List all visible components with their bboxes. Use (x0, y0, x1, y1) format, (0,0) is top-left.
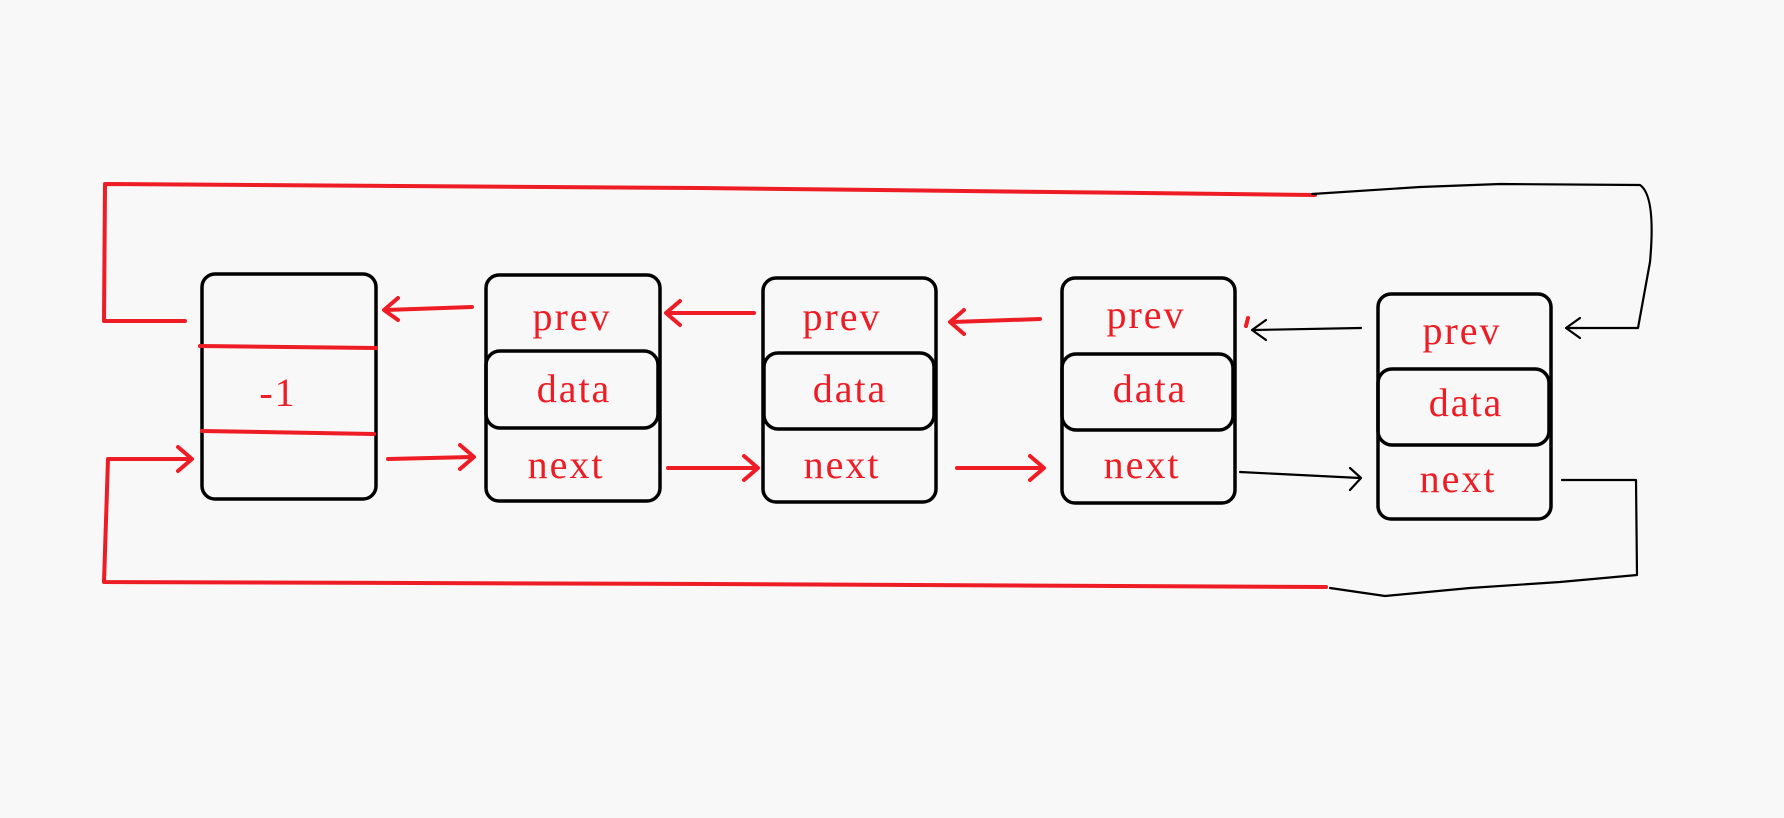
head-node-box (200, 272, 378, 501)
node-3-data-label: data (1113, 366, 1188, 411)
next-arrow-head-to-node1 (386, 443, 476, 471)
list-node-3: prev data next (1060, 276, 1237, 505)
node-2-prev-label: prev (802, 294, 881, 339)
prev-arrow-node2-to-node1 (664, 299, 756, 327)
node-1-prev-label: prev (532, 294, 611, 339)
node-3-data-box (1060, 352, 1235, 432)
red-stroke-mark (1244, 316, 1250, 328)
node-4-next-label: next (1420, 456, 1497, 501)
arrowhead-right-icon (1348, 466, 1363, 492)
arrowhead-left-icon (1250, 318, 1268, 342)
circular-prev-link-head-to-tail (102, 182, 1653, 340)
node-3-prev-label: prev (1106, 292, 1185, 337)
list-node-2: prev data next (761, 276, 938, 504)
node-4-prev-label: prev (1422, 308, 1501, 353)
node-2-next-label: next (804, 442, 881, 487)
head-node-divider-bottom (200, 429, 376, 436)
arrowhead-right-icon (742, 454, 760, 482)
arrowhead-right-icon (176, 445, 194, 473)
arrowhead-right-icon (1028, 454, 1046, 482)
head-node: -1 (198, 272, 378, 501)
arrowhead-left-icon (948, 308, 966, 336)
list-node-1: prev data next (484, 273, 662, 503)
head-node-value: -1 (259, 370, 296, 415)
prev-arrow-node3-to-node2 (948, 308, 1042, 336)
arrowhead-left-icon (1564, 316, 1582, 340)
head-node-divider-top (198, 344, 378, 350)
arrowhead-left-icon (382, 296, 400, 322)
arrowhead-right-icon (458, 443, 476, 471)
node-4-data-box (1376, 367, 1551, 447)
arrowhead-left-icon (664, 299, 682, 327)
circular-next-link-tail-to-head (102, 445, 1639, 598)
node-4-data-label: data (1429, 380, 1504, 425)
next-arrow-node3-to-node4 (1238, 466, 1363, 492)
node-3-next-label: next (1104, 442, 1181, 487)
prev-arrow-node4-to-node3 (1244, 316, 1363, 342)
node-2-data-box (762, 351, 936, 431)
node-1-data-box (484, 349, 660, 430)
prev-arrow-node1-to-head (382, 296, 474, 322)
node-2-data-label: data (813, 366, 888, 411)
node-1-next-label: next (528, 442, 605, 487)
next-arrow-node1-to-node2 (666, 454, 760, 482)
node-1-data-label: data (537, 366, 612, 411)
next-arrow-node2-to-node3 (955, 454, 1046, 482)
list-node-4: prev data next (1376, 292, 1553, 521)
